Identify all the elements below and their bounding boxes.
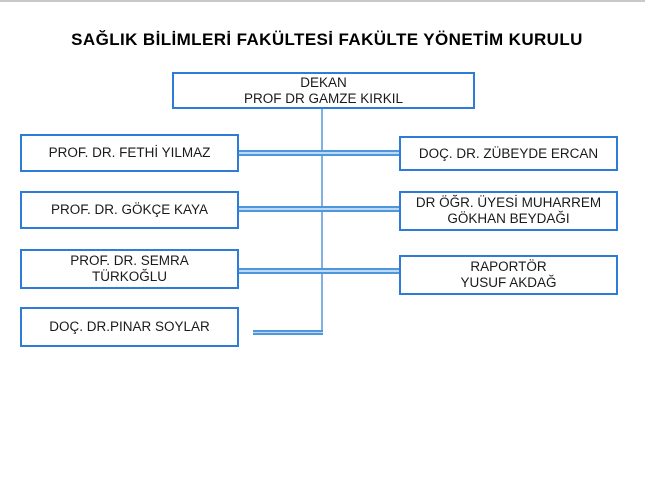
connector-trunk-line [321, 108, 323, 335]
window-top-border [0, 0, 645, 2]
org-node-left-2: PROF. DR. GÖKÇE KAYA [20, 191, 239, 229]
org-node-left-3: PROF. DR. SEMRA TÜRKOĞLU [20, 249, 239, 289]
org-node-right-2: DR ÖĞR. ÜYESİ MUHARREM GÖKHAN BEYDAĞI [399, 191, 618, 231]
org-node-left-4: DOÇ. DR.PINAR SOYLAR [20, 307, 239, 347]
connector-row-1 [239, 150, 399, 156]
connector-row-4 [253, 330, 323, 335]
page-title: SAĞLIK BİLİMLERİ FAKÜLTESİ FAKÜLTE YÖNET… [71, 30, 583, 49]
org-node-dekan: DEKAN PROF DR GAMZE KIRKIL [172, 72, 475, 109]
org-node-right-3: RAPORTÖR YUSUF AKDAĞ [399, 255, 618, 295]
org-node-left-1: PROF. DR. FETHİ YILMAZ [20, 134, 239, 172]
org-node-right-1: DOÇ. DR. ZÜBEYDE ERCAN [399, 136, 618, 171]
connector-row-2 [239, 206, 399, 212]
connector-row-3 [239, 268, 399, 274]
